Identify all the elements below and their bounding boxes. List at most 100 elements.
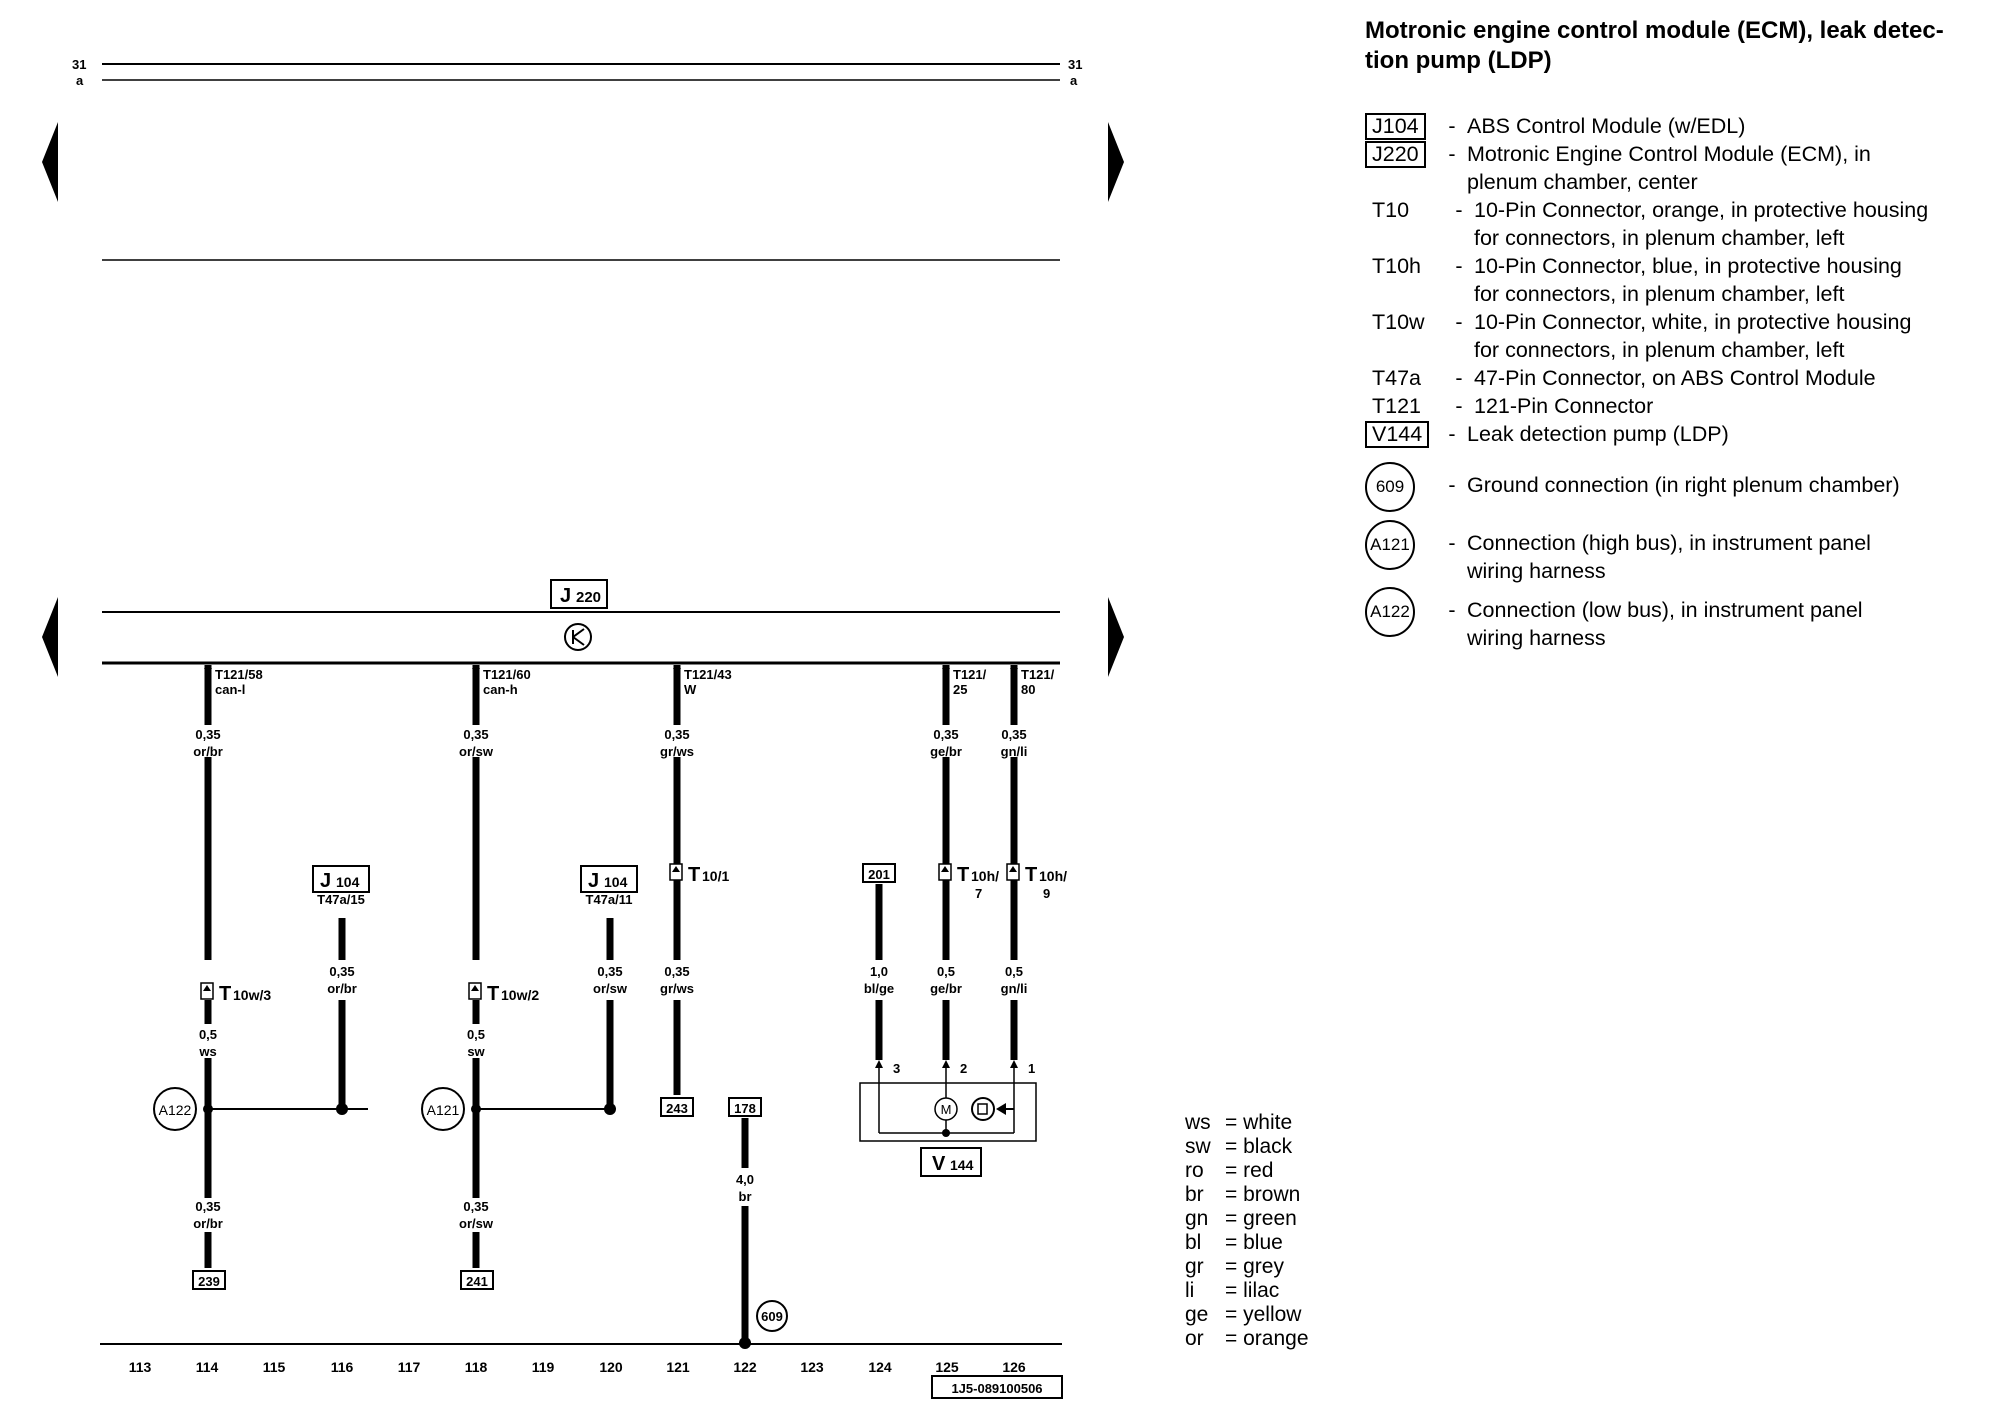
wire-color-key: ws= white sw= black ro= red br= brown gn… [1185,1111,1309,1351]
color-key-row: br= brown [1185,1183,1301,1206]
svg-text:241: 241 [466,1274,488,1289]
column-number: 115 [263,1359,286,1375]
color-key-row: gr= grey [1185,1255,1284,1278]
wire-can-h: T121/60 can-h 0,35 or/sw [458,665,531,1268]
junction-a121: A121 0,35 or/sw 241 [421,1087,610,1290]
column-number: 116 [331,1359,354,1375]
svg-text:3: 3 [893,1061,900,1076]
abs-module-j104-left: J 104 T47a/15 0,35 or/br [312,865,370,1115]
svg-text:J: J [320,870,331,892]
svg-text:T121/: T121/ [1021,667,1055,682]
svg-text:sw: sw [467,1044,485,1059]
leak-detection-pump-v144: 3 2 1 M V 144 [859,1060,1037,1177]
wire-201: 201 1,0 bl/ge [862,863,896,1060]
svg-text:T47a/15: T47a/15 [317,892,365,907]
column-number: 119 [532,1359,555,1375]
legend-code: T10w [1372,310,1425,334]
svg-text:can-h: can-h [483,682,518,697]
ecm-sensor-icon [564,623,592,651]
svg-text:gr/ws: gr/ws [660,744,694,759]
svg-text:or/sw: or/sw [593,981,628,996]
svg-text:0,5: 0,5 [1005,964,1023,979]
svg-text:104: 104 [604,874,628,890]
svg-text:0,5: 0,5 [199,1027,217,1042]
column-number: 124 [868,1359,892,1375]
svg-text:144: 144 [950,1157,974,1173]
color-key-row: li= lilac [1185,1279,1280,1302]
next-page-arrow-icon[interactable] [1108,122,1124,202]
svg-text:10h/: 10h/ [1039,868,1067,884]
wire-ground-609: 178 4,0 br 609 [728,1097,788,1349]
svg-text:0,35: 0,35 [1001,727,1026,742]
svg-text:0,35: 0,35 [195,1199,220,1214]
svg-text:ge/br: ge/br [930,981,962,996]
color-key-row: ws= white [1185,1111,1293,1134]
connector-t10w3: T 10w/3 0,5 ws [190,982,271,1059]
solenoid-valve-icon [971,1097,995,1121]
svg-text:T: T [1025,864,1037,886]
column-number: 118 [465,1359,488,1375]
column-number: 114 [196,1359,219,1375]
ref-a-right: a [1070,73,1078,88]
color-key-row: bl= blue [1185,1231,1283,1254]
svg-text:1: 1 [1028,1061,1035,1076]
ecm-j220: J 220 [102,579,1060,665]
legend-code: J220 [1365,141,1426,168]
svg-text:7: 7 [975,886,982,901]
column-numbers: 113 114 115 116 117 118 119 120 121 122 … [129,1359,1026,1375]
svg-text:104: 104 [336,874,360,890]
svg-text:239: 239 [198,1274,220,1289]
svg-text:T121/60: T121/60 [483,667,531,682]
svg-text:or/sw: or/sw [459,1216,494,1231]
legend-item-t121: T121 - 121-Pin Connector [1365,392,1995,420]
svg-text:or/br: or/br [193,1216,223,1231]
svg-text:T47a/11: T47a/11 [586,892,633,907]
svg-text:or/br: or/br [327,981,357,996]
svg-text:0,35: 0,35 [664,727,689,742]
next-section-arrow-icon[interactable] [1108,597,1124,677]
color-key-row: or= orange [1185,1327,1309,1350]
legend-code: T121 [1372,394,1422,418]
svg-text:0,35: 0,35 [195,727,220,742]
prev-page-arrow-icon[interactable] [42,122,58,202]
column-number: 113 [129,1359,152,1375]
svg-text:0,35: 0,35 [463,727,488,742]
column-number: 117 [398,1359,421,1375]
junction-a122: A122 0,35 or/br 239 [153,1087,368,1290]
svg-text:0,5: 0,5 [467,1027,485,1042]
svg-text:2: 2 [960,1061,967,1076]
legend-code: T10h [1372,254,1422,278]
ref-a-left: a [76,73,84,88]
legend-item-a121: A121 - Connection (high bus), in instrum… [1365,520,1995,585]
svg-text:T: T [487,983,499,1005]
svg-text:M: M [941,1102,952,1117]
svg-text:25: 25 [953,682,967,697]
svg-text:A122: A122 [159,1102,192,1118]
svg-text:or/br: or/br [193,744,223,759]
svg-text:9: 9 [1043,886,1050,901]
ref-label-right: 31 [1068,57,1082,72]
diagram-title: Motronic engine control module (ECM), le… [1365,17,1944,74]
column-number: 122 [733,1359,757,1375]
svg-text:10w/3: 10w/3 [233,987,271,1003]
svg-text:0,35: 0,35 [463,1199,488,1214]
legend-item-t47a: T47a - 47-Pin Connector, on ABS Control … [1365,364,1995,392]
wire-t121-43: T121/43 W 0,35 gr/ws T 10/1 0,35 gr/ws 2… [659,665,732,1117]
svg-text:0,35: 0,35 [329,964,354,979]
wire-t121-80: T121/ 80 0,35 gn/li T 10h/ 9 0,5 gn/li [996,665,1067,1060]
svg-text:10w/2: 10w/2 [501,987,539,1003]
svg-text:J: J [560,585,571,607]
column-number: 120 [599,1359,623,1375]
color-key-row: sw= black [1185,1135,1293,1158]
svg-text:1,0: 1,0 [870,964,888,979]
column-number: 126 [1002,1359,1026,1375]
prev-section-arrow-icon[interactable] [42,597,58,677]
legend-item-v144: V144 - Leak detection pump (LDP) [1365,420,1995,448]
connector-t10w2: T 10w/2 0,5 sw [458,982,539,1059]
legend-code: 609 [1365,462,1415,512]
svg-text:W: W [684,682,697,697]
wire-can-l: T121/58 can-l 0,35 or/br [190,665,263,1268]
svg-text:bl/ge: bl/ge [864,981,894,996]
svg-text:A121: A121 [427,1102,460,1118]
